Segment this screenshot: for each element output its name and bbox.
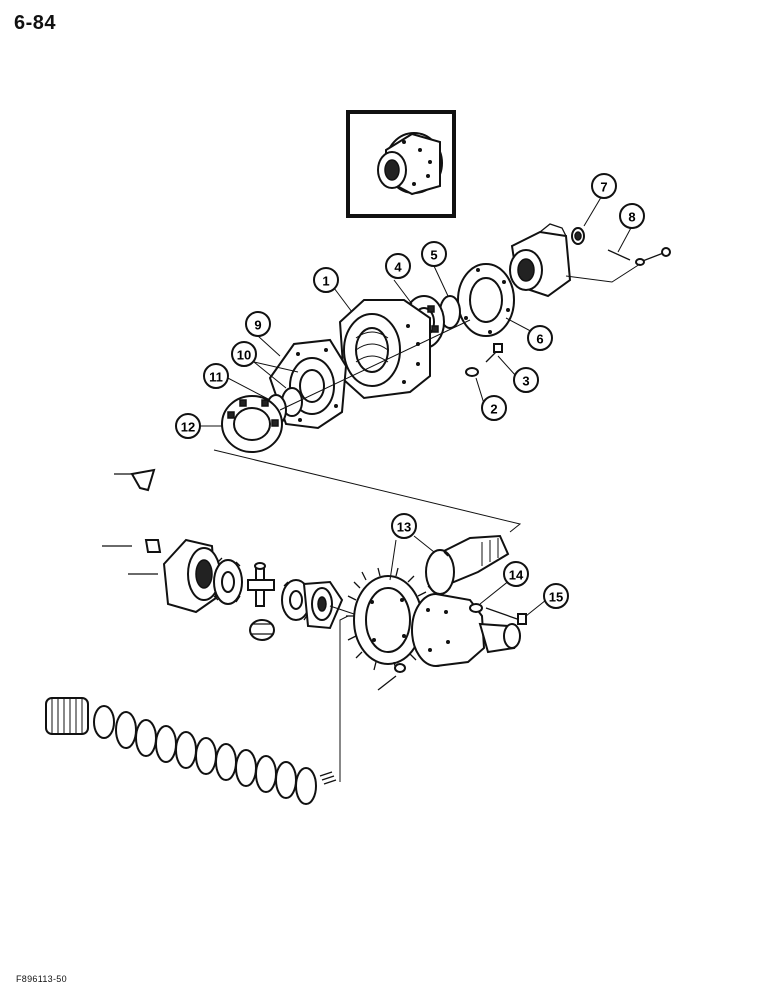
callout-11-label: 11 <box>209 370 223 385</box>
callout-2-label: 2 <box>490 402 497 417</box>
callout-9: 9 <box>245 311 271 337</box>
page-number: 6-84 <box>14 12 57 34</box>
callout-5: 5 <box>421 241 447 267</box>
pinion-shaft <box>425 534 510 595</box>
callout-7: 7 <box>591 173 617 199</box>
callout-10-label: 10 <box>237 348 251 363</box>
differential-case <box>102 538 221 614</box>
bearing-12 <box>221 395 283 453</box>
lock-plate-14 <box>469 603 483 613</box>
callout-9-label: 9 <box>254 318 261 333</box>
callout-14: 14 <box>503 561 529 587</box>
axle-housing <box>338 299 431 400</box>
clutch-pack <box>45 615 349 805</box>
callout-2: 2 <box>481 395 507 421</box>
callout-3-label: 3 <box>522 374 529 389</box>
callout-1-label: 1 <box>322 274 329 289</box>
inset-assembled-view <box>346 110 456 218</box>
callout-14-label: 14 <box>509 568 524 583</box>
pinion-gear <box>249 619 275 641</box>
callout-8-label: 8 <box>628 210 635 225</box>
flange-plate <box>457 263 515 337</box>
callout-13: 13 <box>391 513 417 539</box>
side-gear-2 <box>281 579 311 621</box>
callout-4: 4 <box>385 253 411 279</box>
callout-12: 12 <box>175 413 201 439</box>
callout-15-label: 15 <box>549 590 563 605</box>
differential-carrier <box>411 593 521 667</box>
bolt-and-washer <box>465 343 503 377</box>
final-drive-hub <box>509 223 671 298</box>
lock-bracket <box>114 468 156 492</box>
callout-12-label: 12 <box>181 420 195 435</box>
callout-15: 15 <box>543 583 569 609</box>
callout-8: 8 <box>619 203 645 229</box>
figure-code: F896113-50 <box>16 974 67 984</box>
spider-cross <box>247 562 275 607</box>
callout-1: 1 <box>313 267 339 293</box>
callout-11: 11 <box>203 363 229 389</box>
callout-leaders <box>200 193 633 617</box>
case-half-2 <box>302 580 344 630</box>
callout-10: 10 <box>231 341 257 367</box>
dowel-pin <box>377 663 406 691</box>
callout-7-label: 7 <box>600 180 607 195</box>
callout-4-label: 4 <box>394 260 402 275</box>
callout-13-label: 13 <box>397 520 411 535</box>
callout-5-label: 5 <box>430 248 437 263</box>
ring-gear <box>346 567 430 671</box>
callout-6-label: 6 <box>536 332 543 347</box>
side-gear <box>213 557 243 605</box>
callout-6: 6 <box>527 325 553 351</box>
bolt-15 <box>485 607 527 625</box>
callout-3: 3 <box>513 367 539 393</box>
